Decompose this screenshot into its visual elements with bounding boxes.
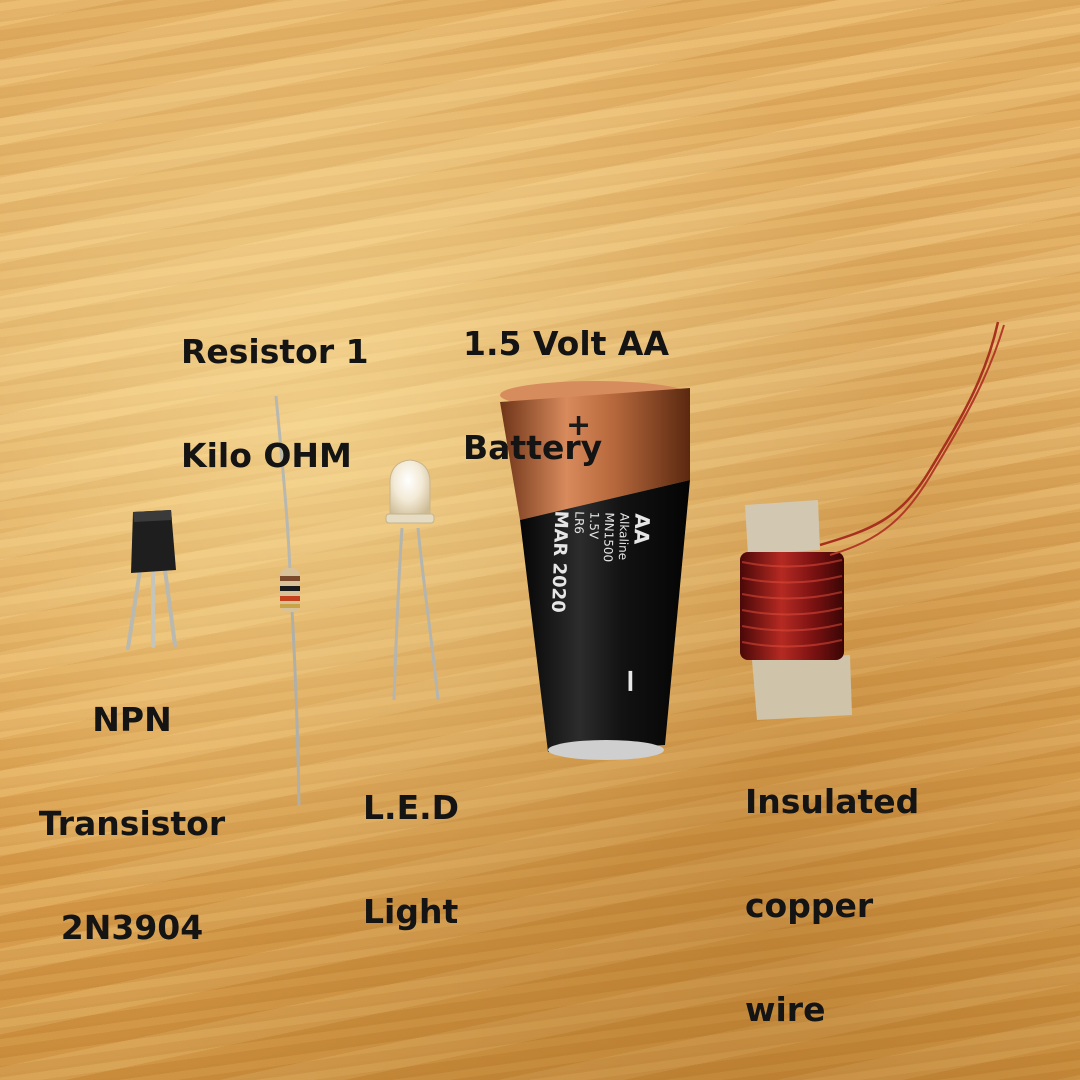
resistor-label: Resistor 1 Kilo OHM	[181, 274, 369, 534]
transistor-label: NPN Transistor 2N3904	[32, 642, 232, 1006]
battery-print-block: AA Alkaline MN1500 1.5V LR6 MAR 2020	[543, 510, 654, 714]
wire-label-line1: Insulated	[745, 782, 920, 821]
led-label-line1: L.E.D	[363, 788, 460, 827]
transistor-label-line1: NPN	[92, 700, 172, 739]
transistor-component	[126, 510, 177, 650]
battery-label-line2: Battery	[463, 428, 603, 467]
copper-coil-component	[740, 321, 1005, 720]
resistor-component	[274, 395, 301, 807]
wire-label-line2: copper	[745, 886, 874, 925]
resistor-label-line2: Kilo OHM	[181, 436, 352, 475]
battery-component	[500, 381, 690, 760]
battery-plus-sign: +	[566, 408, 592, 443]
wire-label: Insulated copper wire	[745, 724, 919, 1080]
battery-label-line1: 1.5 Volt AA	[463, 324, 670, 363]
led-component	[385, 459, 440, 701]
led-label-line2: Light	[363, 892, 459, 931]
wire-label-line3: wire	[745, 990, 826, 1029]
transistor-label-line2: Transistor	[38, 804, 226, 843]
transistor-label-line3: 2N3904	[60, 908, 204, 947]
resistor-label-line1: Resistor 1	[181, 332, 369, 371]
led-label: L.E.D Light	[363, 730, 459, 990]
battery-label: 1.5 Volt AA Battery	[463, 266, 669, 526]
